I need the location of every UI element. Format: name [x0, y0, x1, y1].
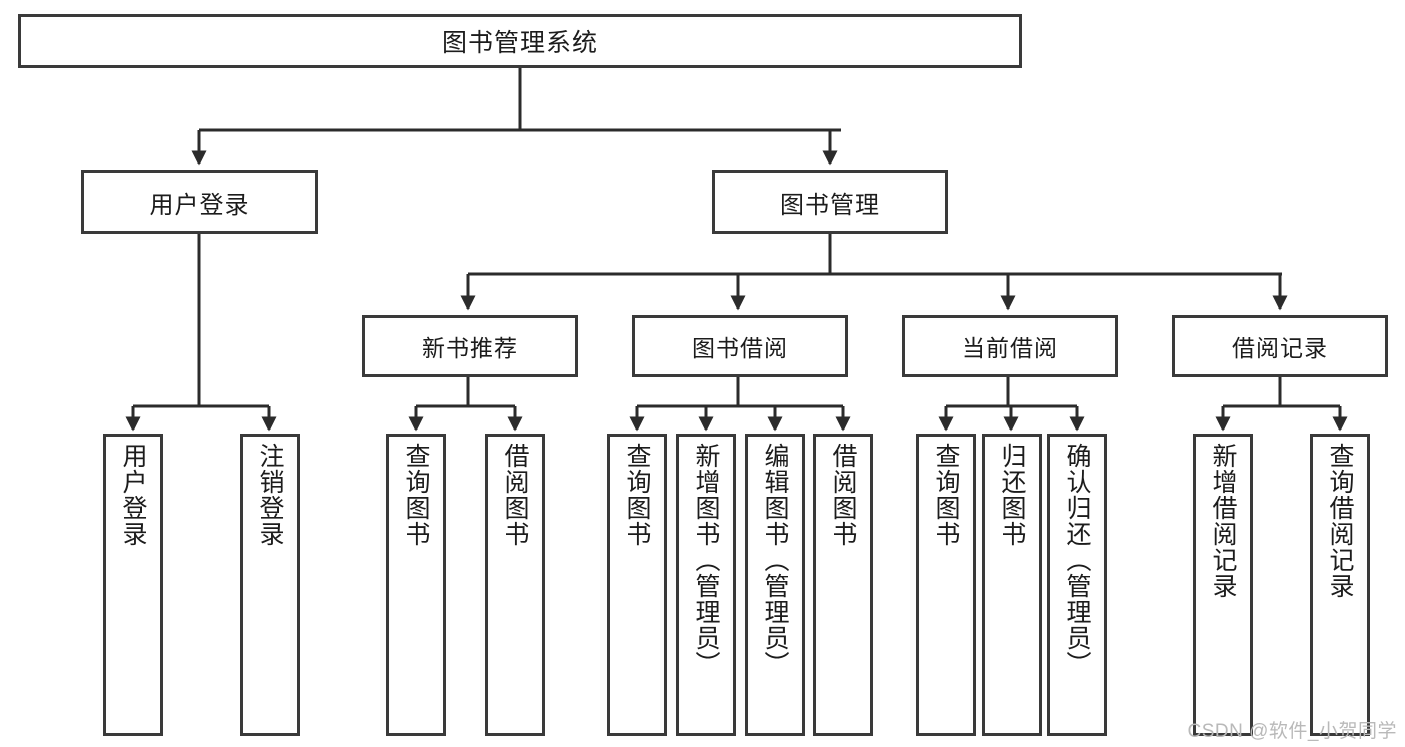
leaf-query-borrow-record[interactable]: 查询借阅记录 [1310, 434, 1370, 736]
leaf-edit-book-admin[interactable]: 编辑图书（管理员） [745, 434, 805, 736]
leaf-logout-label: 注销登录 [256, 443, 284, 547]
leaf-query-book-recommend-label: 查询图书 [402, 443, 430, 547]
node-book-management-label: 图书管理 [780, 191, 880, 219]
leaf-edit-book-admin-label: 编辑图书（管理员） [761, 443, 789, 677]
leaf-query-book-recommend[interactable]: 查询图书 [386, 434, 446, 736]
leaf-logout[interactable]: 注销登录 [240, 434, 300, 736]
leaf-query-book-current[interactable]: 查询图书 [916, 434, 976, 736]
leaf-borrow-book-label: 借阅图书 [829, 443, 857, 547]
leaf-user-login-label: 用户登录 [119, 443, 147, 547]
leaf-borrow-book[interactable]: 借阅图书 [813, 434, 873, 736]
node-new-book-recommend[interactable]: 新书推荐 [362, 315, 578, 377]
leaf-query-book-current-label: 查询图书 [932, 443, 960, 547]
leaf-borrow-book-recommend-label: 借阅图书 [501, 443, 529, 547]
node-book-borrow[interactable]: 图书借阅 [632, 315, 848, 377]
leaf-add-borrow-record-label: 新增借阅记录 [1209, 443, 1237, 599]
node-new-book-recommend-label: 新书推荐 [422, 335, 518, 361]
leaf-query-book-borrow[interactable]: 查询图书 [607, 434, 667, 736]
node-current-borrow[interactable]: 当前借阅 [902, 315, 1118, 377]
leaf-add-book-admin-label: 新增图书（管理员） [692, 443, 720, 677]
watermark: CSDN @软件_小贺同学 [1187, 721, 1397, 742]
node-current-borrow-label: 当前借阅 [962, 335, 1058, 361]
leaf-add-book-admin[interactable]: 新增图书（管理员） [676, 434, 736, 736]
leaf-query-borrow-record-label: 查询借阅记录 [1326, 443, 1354, 599]
node-borrow-record-label: 借阅记录 [1232, 335, 1328, 361]
leaf-borrow-book-recommend[interactable]: 借阅图书 [485, 434, 545, 736]
leaf-return-book[interactable]: 归还图书 [982, 434, 1042, 736]
leaf-confirm-return-admin[interactable]: 确认归还（管理员） [1047, 434, 1107, 736]
node-book-borrow-label: 图书借阅 [692, 335, 788, 361]
leaf-confirm-return-admin-label: 确认归还（管理员） [1063, 443, 1091, 677]
leaf-add-borrow-record[interactable]: 新增借阅记录 [1193, 434, 1253, 736]
leaf-query-book-borrow-label: 查询图书 [623, 443, 651, 547]
node-root-label: 图书管理系统 [441, 29, 598, 57]
node-book-management[interactable]: 图书管理 [712, 170, 948, 234]
node-user-login[interactable]: 用户登录 [81, 170, 318, 234]
leaf-user-login[interactable]: 用户登录 [103, 434, 163, 736]
node-root[interactable]: 图书管理系统 [18, 14, 1022, 68]
node-borrow-record[interactable]: 借阅记录 [1172, 315, 1388, 377]
leaf-return-book-label: 归还图书 [998, 443, 1026, 547]
node-user-login-label: 用户登录 [149, 191, 250, 219]
